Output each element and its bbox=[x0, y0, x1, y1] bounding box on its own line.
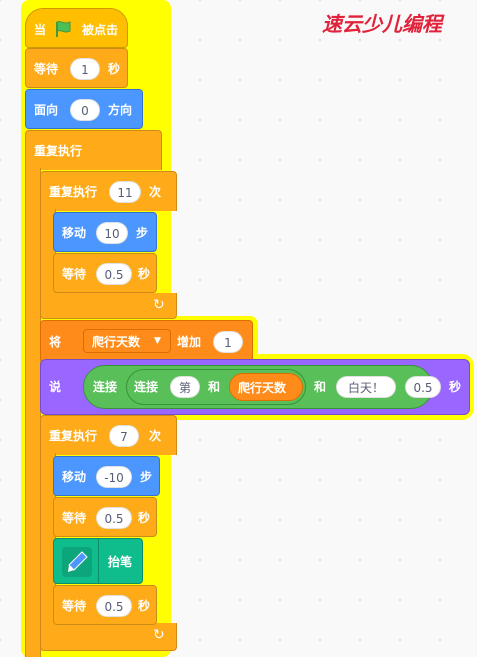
increase-label: 增加 bbox=[177, 335, 202, 349]
wait-block[interactable]: 等待 0.5 秒 bbox=[53, 497, 157, 537]
direction-input[interactable]: 0 bbox=[70, 99, 100, 121]
change-variable-block[interactable]: 将 爬行天数 ▼ 增加 1 bbox=[40, 320, 253, 362]
steps-input[interactable]: 10 bbox=[96, 222, 128, 244]
variable-dropdown[interactable]: 爬行天数 ▼ bbox=[83, 329, 171, 353]
variable-reporter[interactable]: 爬行天数 bbox=[229, 373, 303, 401]
watermark-logo: 速云少儿编程 bbox=[322, 8, 442, 37]
divider bbox=[98, 539, 99, 583]
change-label: 将 bbox=[49, 335, 62, 349]
pen-up-block[interactable]: 抬笔 bbox=[53, 538, 143, 584]
join-operator-outer[interactable]: 连接 连接 第 和 爬行天数 和 白天！ bbox=[83, 365, 433, 409]
wait-block[interactable]: 等待 1 秒 bbox=[25, 48, 128, 88]
green-flag-icon bbox=[56, 21, 71, 37]
pen-icon bbox=[62, 547, 92, 577]
pen-up-label: 抬笔 bbox=[108, 555, 133, 569]
watermark-text: 速云少儿编程 bbox=[322, 12, 442, 36]
variable-name: 爬行天数 bbox=[238, 381, 287, 395]
move-steps-block[interactable]: 移动 -10 步 bbox=[53, 456, 160, 496]
wait-label: 等待 bbox=[62, 511, 87, 525]
say-for-seconds-block[interactable]: 说 连接 连接 第 和 爬行天数 和 白天！ 0.5 秒 bbox=[40, 359, 470, 415]
forever-arm bbox=[25, 168, 41, 657]
repeat-count-input[interactable]: 7 bbox=[109, 425, 139, 447]
move-label: 移动 bbox=[62, 470, 87, 484]
repeat-foot: ↻ bbox=[40, 623, 177, 651]
repeat-label: 重复执行 bbox=[49, 185, 98, 199]
point-in-direction-block[interactable]: 面向 0 方向 bbox=[25, 89, 143, 129]
forever-label: 重复执行 bbox=[34, 144, 83, 158]
seconds-label: 秒 bbox=[138, 599, 151, 613]
when-label: 当 bbox=[34, 23, 47, 37]
times-label: 次 bbox=[149, 185, 162, 199]
wait-block[interactable]: 等待 0.5 秒 bbox=[53, 585, 157, 625]
wait-seconds-input[interactable]: 0.5 bbox=[96, 263, 132, 285]
wait-label: 等待 bbox=[62, 599, 87, 613]
repeat-foot: ↻ bbox=[40, 293, 177, 319]
repeat-loop-icon: ↻ bbox=[153, 297, 165, 313]
seconds-label: 秒 bbox=[138, 267, 151, 281]
move-steps-block[interactable]: 移动 10 步 bbox=[53, 212, 157, 252]
and-label: 和 bbox=[208, 380, 221, 394]
seconds-label: 秒 bbox=[138, 511, 151, 525]
point-label: 面向 bbox=[34, 103, 59, 117]
repeat-label: 重复执行 bbox=[49, 429, 98, 443]
repeat-arm bbox=[40, 209, 56, 295]
text-input[interactable]: 白天！ bbox=[336, 376, 396, 398]
say-label: 说 bbox=[49, 380, 62, 394]
text-input[interactable]: 第 bbox=[170, 376, 200, 398]
wait-seconds-input[interactable]: 0.5 bbox=[96, 595, 132, 617]
forever-block[interactable]: 重复执行 bbox=[25, 130, 162, 170]
repeat-count-input[interactable]: 11 bbox=[109, 181, 141, 203]
join-operator-inner[interactable]: 连接 第 和 爬行天数 bbox=[126, 369, 306, 405]
when-flag-clicked-block[interactable]: 当 被点击 bbox=[25, 8, 128, 48]
times-label: 次 bbox=[149, 429, 162, 443]
direction-label: 方向 bbox=[108, 103, 133, 117]
repeat-block[interactable]: 重复执行 7 次 bbox=[40, 415, 177, 455]
seconds-label: 秒 bbox=[449, 380, 462, 394]
join-label: 连接 bbox=[134, 380, 159, 394]
and-label: 和 bbox=[314, 380, 327, 394]
wait-label: 等待 bbox=[34, 62, 59, 76]
move-label: 移动 bbox=[62, 226, 87, 240]
wait-block[interactable]: 等待 0.5 秒 bbox=[53, 253, 157, 293]
join-label: 连接 bbox=[93, 380, 118, 394]
variable-name: 爬行天数 bbox=[92, 335, 141, 349]
wait-seconds-input[interactable]: 0.5 bbox=[96, 507, 132, 529]
dropdown-arrow-icon: ▼ bbox=[154, 336, 161, 346]
steps-input[interactable]: -10 bbox=[96, 466, 132, 488]
clicked-label: 被点击 bbox=[82, 23, 119, 37]
repeat-loop-icon: ↻ bbox=[153, 627, 165, 643]
change-amount-input[interactable]: 1 bbox=[213, 331, 243, 353]
seconds-label: 秒 bbox=[108, 62, 121, 76]
repeat-block[interactable]: 重复执行 11 次 bbox=[40, 171, 177, 211]
say-seconds-input[interactable]: 0.5 bbox=[405, 376, 441, 398]
wait-seconds-input[interactable]: 1 bbox=[70, 58, 100, 80]
wait-label: 等待 bbox=[62, 267, 87, 281]
steps-label: 步 bbox=[140, 470, 153, 484]
steps-label: 步 bbox=[136, 226, 149, 240]
